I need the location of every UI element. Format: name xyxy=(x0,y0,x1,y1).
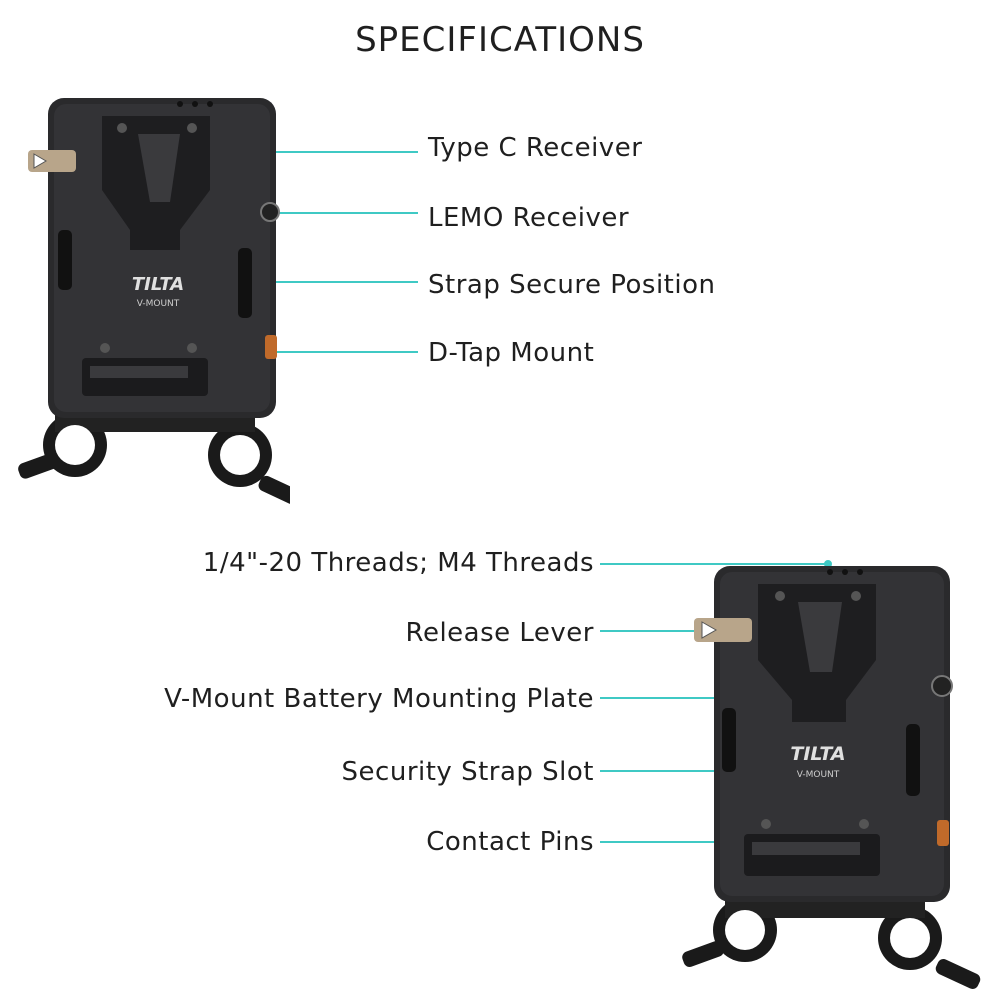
label-release-lever: Release Lever xyxy=(405,618,594,648)
device-model-label: V-MOUNT xyxy=(137,299,180,309)
device-image-top: TILTA V-MOUNT xyxy=(18,98,290,505)
label-strap-secure-position: Strap Secure Position xyxy=(428,270,716,300)
device-image-bottom: TILTA V-MOUNT xyxy=(682,566,981,989)
label-type-c-receiver: Type C Receiver xyxy=(428,133,643,163)
label-contact-pins: Contact Pins xyxy=(426,827,594,857)
label-dtap-mount: D-Tap Mount xyxy=(428,338,595,368)
label-vmount-plate: V-Mount Battery Mounting Plate xyxy=(164,684,594,714)
label-security-strap-slot: Security Strap Slot xyxy=(341,757,594,787)
page-title: SPECIFICATIONS xyxy=(355,20,645,60)
device-brand-label: TILTA xyxy=(132,274,184,295)
label-threads: 1/4"-20 Threads; M4 Threads xyxy=(202,548,594,578)
device-brand-label: TILTA xyxy=(790,743,845,765)
label-lemo-receiver: LEMO Receiver xyxy=(428,203,630,233)
device-model-label: V-MOUNT xyxy=(797,770,840,780)
